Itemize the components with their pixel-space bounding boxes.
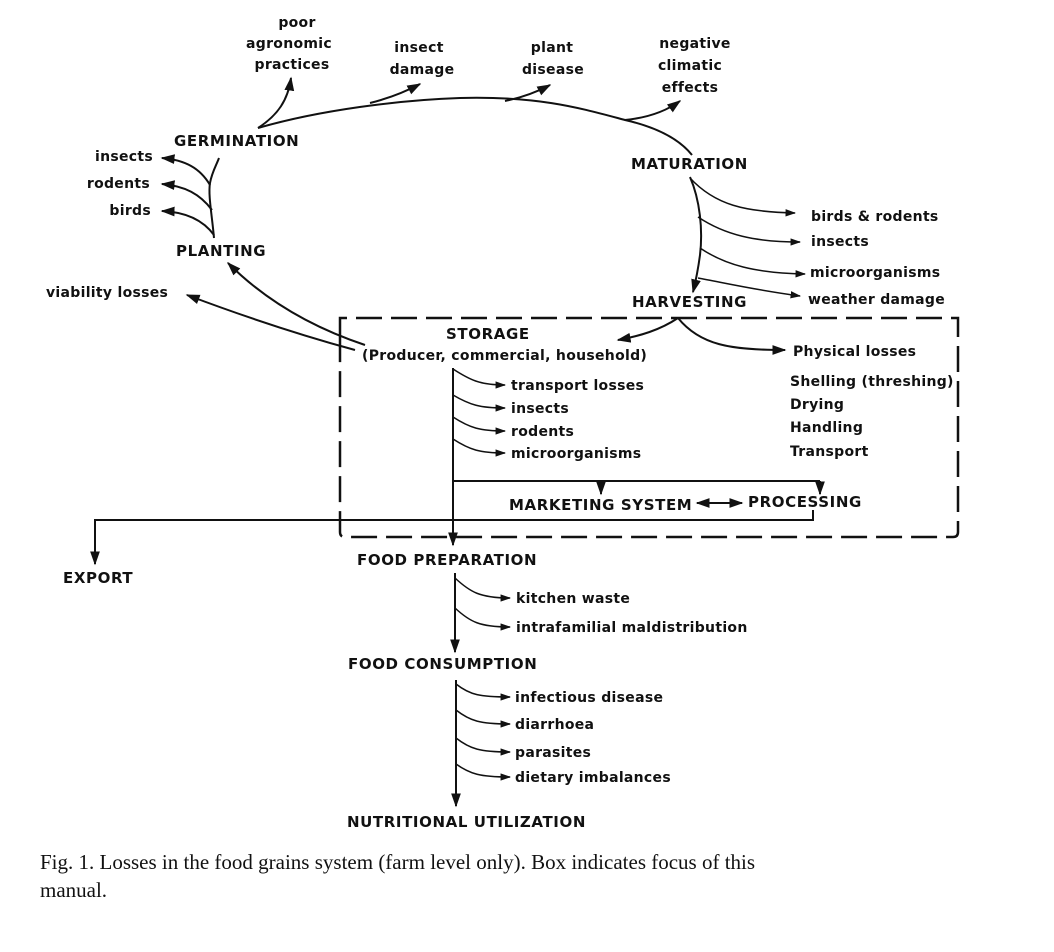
arrow-con-infectious: [455, 683, 512, 701]
consumption-loss-dietary-imbalances: dietary imbalances: [515, 770, 671, 786]
consumption-loss-infectious-disease: infectious disease: [515, 690, 663, 706]
arc-germination-maturation: [257, 96, 693, 156]
arrow-plant-disease: [504, 84, 552, 102]
stage-nutritional-utilization: NUTRITIONAL UTILIZATION: [347, 813, 586, 831]
harvest-loss-handling: Handling: [790, 420, 863, 436]
figure-caption-line1: Fig. 1. Losses in the food grains system…: [40, 850, 755, 874]
arrow-negative-climatic: [624, 100, 682, 121]
arrow-mat-microorganisms: [699, 247, 807, 278]
svg-text:disease: disease: [522, 62, 584, 78]
arrow-sto-rodents: [452, 416, 507, 435]
storage-loss-microorganisms: microorganisms: [511, 446, 641, 462]
loss-negative-climatic-effects: negative climatic effects: [658, 36, 730, 96]
maturation-loss-weather-damage: weather damage: [808, 292, 945, 308]
maturation-loss-birds-rodents: birds & rodents: [811, 209, 939, 225]
arc-maturation-harvesting: [689, 176, 703, 294]
stage-marketing-system: MARKETING SYSTEM: [509, 496, 692, 514]
stage-harvesting: HARVESTING: [632, 293, 747, 311]
arrow-sto-transport: [452, 368, 507, 389]
arrow-sto-microorganisms: [452, 438, 507, 457]
stage-export: EXPORT: [63, 569, 133, 587]
stage-storage: STORAGE: [446, 325, 530, 343]
stage-food-consumption: FOOD CONSUMPTION: [348, 655, 537, 673]
svg-text:climatic: climatic: [658, 58, 722, 74]
loss-viability: viability losses: [46, 285, 168, 301]
arrow-mat-weather: [697, 277, 802, 299]
svg-text:damage: damage: [390, 62, 455, 78]
loss-plant-disease: plant disease: [522, 40, 584, 78]
branch-planting-birds: [160, 206, 215, 236]
maturation-loss-microorganisms: microorganisms: [810, 265, 940, 281]
svg-text:negative: negative: [659, 36, 730, 52]
arrow-poor-agronomic: [257, 76, 295, 129]
prep-loss-intrafamilial: intrafamilial maldistribution: [516, 620, 748, 636]
svg-text:agronomic: agronomic: [246, 36, 332, 52]
harvest-loss-drying: Drying: [790, 397, 844, 413]
svg-text:plant: plant: [531, 40, 573, 56]
storage-subtitle: (Producer, commercial, household): [362, 348, 647, 364]
harvest-loss-transport: Transport: [790, 444, 869, 460]
storage-loss-transport: transport losses: [511, 378, 644, 394]
storage-loss-rodents: rodents: [511, 424, 574, 440]
planting-loss-insects: insects: [95, 149, 153, 165]
arc-planting-germination: [208, 157, 220, 239]
arrow-con-dietary: [455, 763, 512, 781]
branch-planting-insects: [160, 154, 211, 186]
harvest-physical-losses-title: Physical losses: [793, 344, 916, 360]
maturation-loss-insects: insects: [811, 234, 869, 250]
arrow-con-diarrhoea: [455, 709, 512, 728]
stage-food-preparation: FOOD PREPARATION: [357, 551, 537, 569]
arrow-storage-viability-losses: [185, 294, 356, 351]
svg-text:insect: insect: [394, 40, 443, 56]
arrow-mat-insects: [697, 216, 802, 246]
arrow-sto-insects: [452, 394, 507, 412]
consumption-loss-diarrhoea: diarrhoea: [515, 717, 594, 733]
stage-planting: PLANTING: [176, 242, 266, 260]
arrow-prep-kitchen: [454, 577, 512, 602]
consumption-loss-parasites: parasites: [515, 745, 591, 761]
planting-loss-birds: birds: [109, 203, 151, 219]
stage-germination: GERMINATION: [174, 132, 299, 150]
planting-loss-rodents: rodents: [87, 176, 150, 192]
arrow-storage-planting: [227, 262, 366, 346]
svg-text:poor: poor: [278, 15, 315, 31]
branch-planting-rodents: [160, 180, 213, 211]
svg-text:practices: practices: [255, 57, 330, 73]
stage-processing: PROCESSING: [748, 493, 862, 511]
stage-maturation: MATURATION: [631, 155, 748, 173]
loss-insect-damage: insect damage: [390, 40, 455, 78]
svg-text:effects: effects: [662, 80, 719, 96]
arrow-con-parasites: [455, 737, 512, 756]
arrow-harvesting-physical-losses: [677, 317, 787, 355]
arrow-mat-birds-rodents: [689, 177, 797, 217]
storage-loss-insects: insects: [511, 401, 569, 417]
prep-loss-kitchen-waste: kitchen waste: [516, 591, 630, 607]
arrow-harvesting-storage: [616, 317, 679, 343]
focus-box: [338, 316, 960, 539]
loss-poor-agronomic-practices: poor agronomic practices: [246, 15, 332, 73]
harvest-loss-shelling: Shelling (threshing): [790, 374, 954, 390]
arrow-insect-damage: [369, 83, 422, 104]
figure-caption-line2: manual.: [40, 878, 107, 902]
arrow-prep-intrafamilial: [454, 607, 512, 631]
